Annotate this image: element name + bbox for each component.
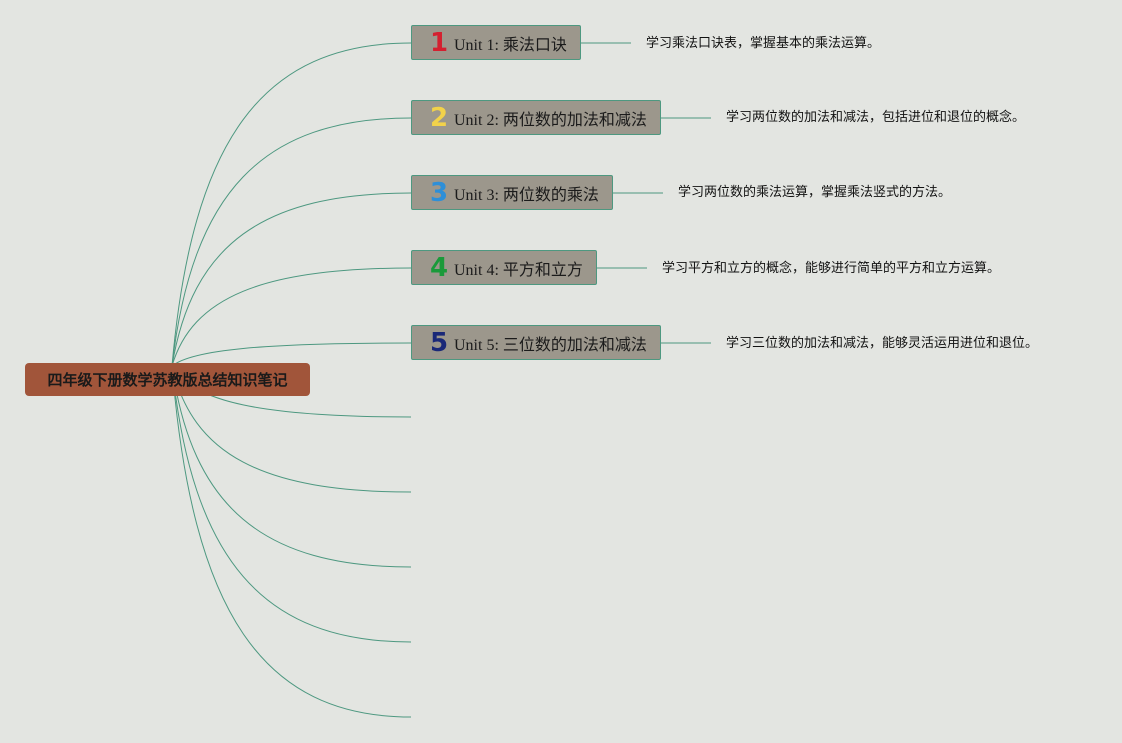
unit-description-5[interactable]: 学习三位数的加法和减法，能够灵活运用进位和退位。	[726, 336, 1039, 351]
unit-node-1[interactable]: 1 Unit 1: 乘法口诀	[411, 25, 581, 60]
unit-description-4[interactable]: 学习平方和立方的概念，能够进行简单的平方和立方运算。	[662, 261, 1001, 276]
number-1-icon: 1	[430, 27, 449, 58]
unit-node-4[interactable]: 4 Unit 4: 平方和立方	[411, 250, 597, 285]
number-3-icon: 3	[430, 177, 449, 208]
unit-node-label: Unit 5: 三位数的加法和减法	[454, 336, 647, 354]
unit-node-label: Unit 2: 两位数的加法和减法	[454, 111, 647, 129]
root-topic-label: 四年级下册数学苏教版总结知识笔记	[47, 371, 288, 389]
empty-branch-connector	[171, 365, 412, 718]
unit-node-label: Unit 3: 两位数的乘法	[454, 186, 599, 204]
unit-node-label: Unit 4: 平方和立方	[454, 261, 583, 279]
number-4-icon: 4	[430, 252, 449, 283]
root-topic[interactable]: 四年级下册数学苏教版总结知识笔记	[25, 363, 310, 396]
number-2-icon: 2	[430, 102, 449, 133]
unit-node-label: Unit 1: 乘法口诀	[454, 36, 567, 54]
unit-description-2[interactable]: 学习两位数的加法和减法，包括进位和退位的概念。	[726, 110, 1026, 125]
unit-description-1[interactable]: 学习乘法口诀表，掌握基本的乘法运算。	[646, 36, 881, 51]
unit-description-3[interactable]: 学习两位数的乘法运算，掌握乘法竖式的方法。	[678, 185, 952, 200]
unit-node-5[interactable]: 5 Unit 5: 三位数的加法和减法	[411, 325, 661, 360]
number-5-icon: 5	[430, 327, 449, 358]
branch-connector-3	[171, 192, 412, 367]
branch-connector-4	[171, 267, 412, 367]
empty-branch-connector	[171, 365, 412, 568]
empty-branch-connector	[171, 365, 412, 493]
branch-connector-5	[171, 342, 412, 367]
empty-branch-connector	[171, 365, 412, 643]
branch-connector-2	[171, 117, 412, 367]
unit-node-2[interactable]: 2 Unit 2: 两位数的加法和减法	[411, 100, 661, 135]
unit-node-3[interactable]: 3 Unit 3: 两位数的乘法	[411, 175, 613, 210]
branch-connector-1	[171, 42, 412, 367]
